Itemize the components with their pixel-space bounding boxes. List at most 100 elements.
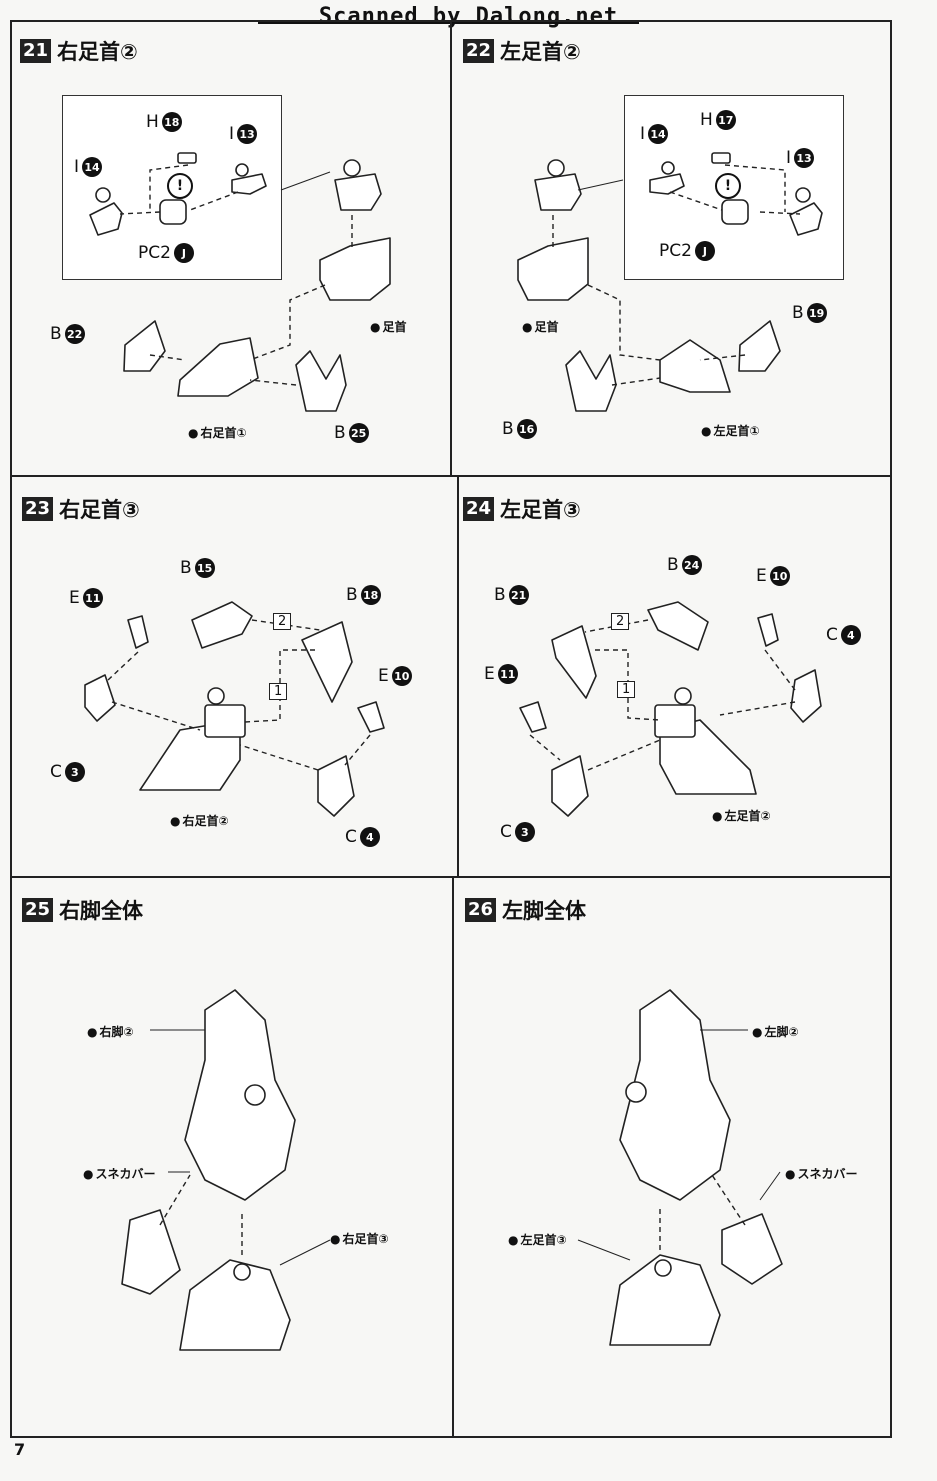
caution-icon: !: [715, 173, 741, 199]
label-result: 右足首①: [188, 424, 246, 441]
assembly-arrow: [764, 649, 796, 691]
step-title: 左足首②: [500, 40, 581, 64]
ankle-frame: [517, 237, 589, 301]
column-divider-middle: [457, 476, 459, 876]
assembly-arrow: [159, 1174, 191, 1226]
armor-b24: [647, 601, 709, 651]
part-e11: [127, 615, 149, 649]
step-number: 23: [22, 497, 54, 521]
order-marker-1: 1: [617, 681, 636, 698]
armor-b21: [551, 625, 597, 699]
scan-watermark: Scanned by Dalong.net: [0, 4, 937, 29]
assembly-arrow: [119, 211, 161, 215]
label-shin-cover: スネカバー: [785, 1165, 857, 1182]
joint-ball: [343, 159, 361, 177]
step-title: 右足首②: [57, 40, 138, 64]
joint-ball: [207, 687, 225, 705]
part-c4: [317, 755, 355, 817]
joint-ball: [654, 1259, 672, 1277]
shin-cover: [121, 1209, 181, 1295]
joint-ball: [795, 187, 811, 203]
part-c4: [790, 669, 822, 723]
step-22-header: 22 左足首②: [463, 36, 581, 66]
step-24-header: 24 左足首③: [463, 494, 581, 524]
ankle-joint-block: [204, 704, 246, 738]
assembly-arrow: [249, 379, 297, 386]
assembly-arrow: [107, 651, 139, 681]
joint-ball: [661, 161, 675, 175]
ankle-assembly: [609, 1254, 721, 1346]
part-e10: [757, 613, 779, 647]
assembly-arrow: [149, 354, 186, 361]
leader-line: [577, 179, 624, 191]
step-number: 24: [463, 497, 495, 521]
ankle-assembly: [659, 719, 757, 795]
label-ankle: 左足首③: [508, 1231, 566, 1248]
toe-part-b25: [295, 350, 347, 412]
armor-b18: [301, 621, 353, 703]
assembly-arrow: [344, 734, 371, 766]
joint-part-h17: [711, 152, 731, 164]
armor-b15: [191, 601, 253, 649]
joint-part-i13: [231, 173, 267, 195]
label-leg: 右脚②: [87, 1023, 133, 1040]
step-25-header: 25 右脚全体: [22, 895, 143, 925]
step-number: 25: [22, 898, 54, 922]
joint-ball: [233, 1263, 251, 1281]
foot-armor-b22: [123, 320, 166, 372]
label-result: 左足首①: [701, 422, 759, 439]
leg-assembly: [184, 989, 296, 1201]
assembly-arrow: [611, 377, 661, 386]
joint-ball: [235, 163, 249, 177]
ankle-joint-block: [654, 704, 696, 738]
assembly-arrow: [724, 164, 786, 212]
leader-line: [577, 1239, 631, 1261]
joint-part-i14: [649, 173, 685, 195]
label-result: 左足首②: [712, 807, 770, 824]
step-26-header: 26 左脚全体: [465, 895, 586, 925]
leader-line: [280, 171, 331, 191]
assembly-arrow: [111, 701, 201, 731]
assembly-arrow: [584, 619, 649, 633]
assembly-arrow: [719, 701, 796, 716]
order-marker-1: 1: [269, 683, 288, 700]
part-e10: [357, 701, 385, 733]
step-23-header: 23 右足首③: [22, 494, 140, 524]
caution-icon: !: [167, 173, 193, 199]
assembly-arrow: [239, 744, 319, 771]
polycap-pc2: [721, 199, 749, 225]
assembly-arrow: [669, 191, 723, 211]
part-c3: [84, 674, 116, 722]
step-title: 右脚全体: [59, 899, 144, 923]
column-divider-top: [450, 20, 452, 476]
part-c3: [551, 755, 589, 817]
joint-part-i13: [789, 202, 823, 236]
order-marker-2: 2: [611, 613, 630, 630]
page-number: 7: [14, 1440, 26, 1459]
joint-ball: [674, 687, 692, 705]
assembly-arrow: [189, 191, 239, 211]
joint-part-i14: [89, 202, 123, 236]
assembly-arrow: [251, 619, 321, 631]
step-title: 右足首③: [59, 498, 140, 522]
leader-line: [759, 1171, 781, 1201]
assembly-arrow: [249, 284, 326, 361]
